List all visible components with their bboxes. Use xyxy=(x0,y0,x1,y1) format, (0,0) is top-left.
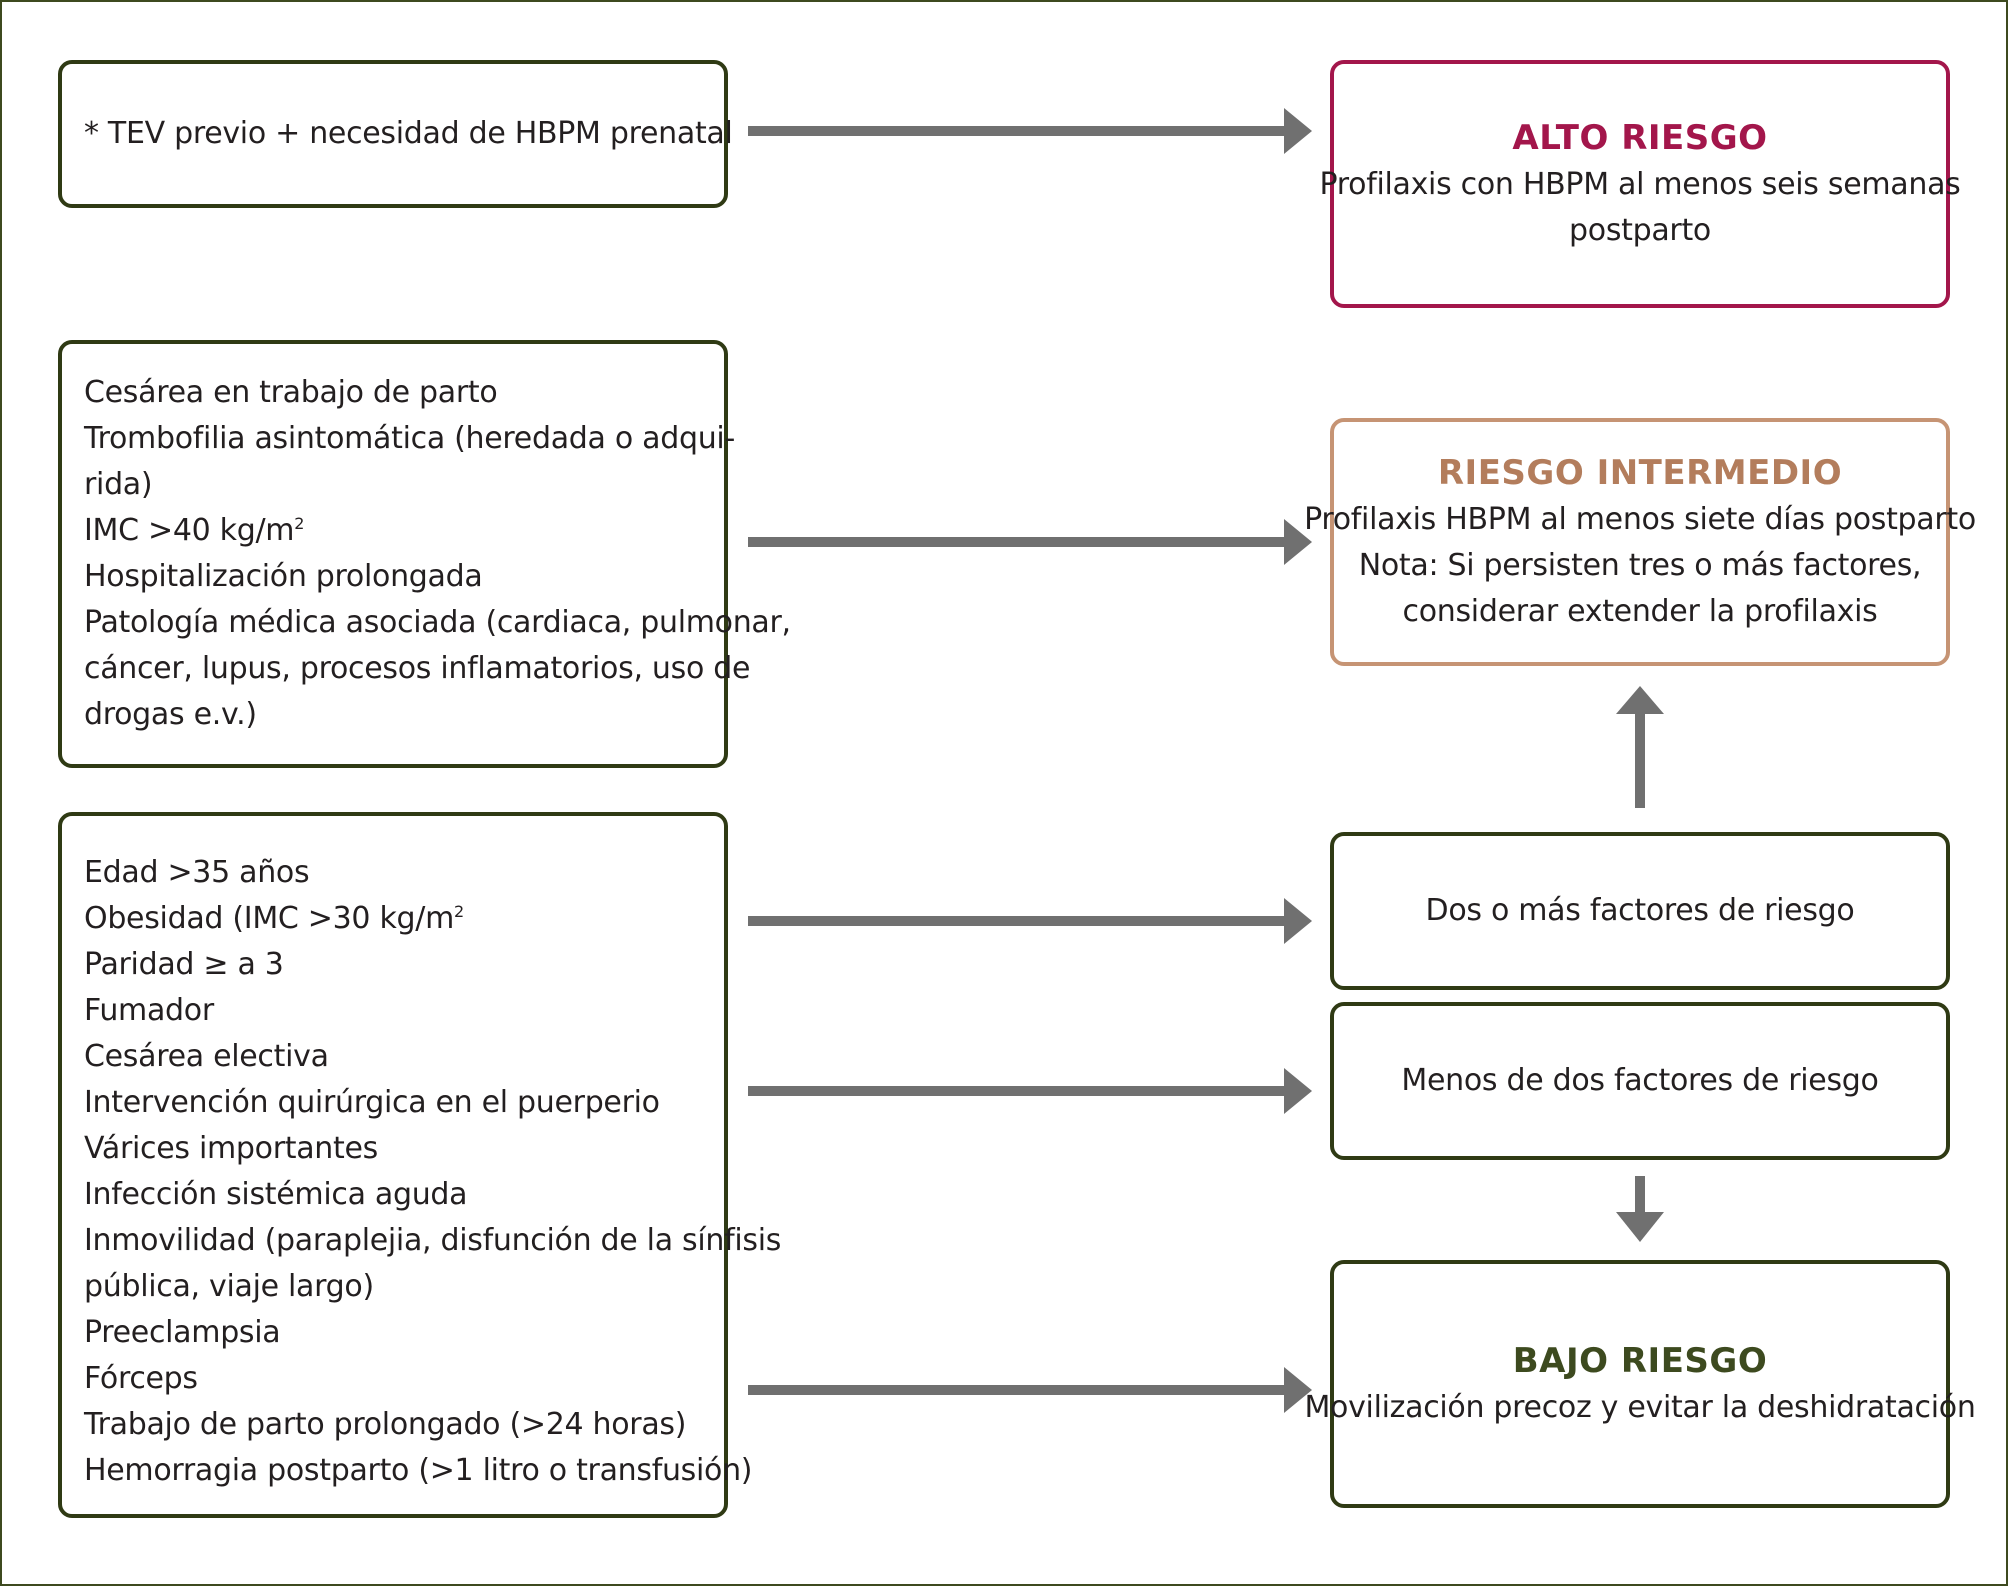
high-risk-text: Profilaxis con HBPM al menos seis semana… xyxy=(1319,167,1961,202)
superscript: 2 xyxy=(294,514,305,533)
low-risk-title: BAJO RIESGO xyxy=(1512,1341,1768,1381)
intermediate-risk-text: considerar extender la profilaxis xyxy=(1402,594,1878,629)
criteria-line: Fórceps xyxy=(84,1361,198,1396)
criteria-line: Preeclampsia xyxy=(84,1315,281,1350)
criteria-line: drogas e.v.) xyxy=(84,697,257,732)
less-than-two-factors-text: Menos de dos factores de riesgo xyxy=(1401,1063,1879,1098)
criteria-line: Várices importantes xyxy=(84,1131,378,1166)
arrow-up-icon xyxy=(1616,686,1664,808)
arrow-right-icon xyxy=(748,108,1312,154)
intermediate-risk-text: Nota: Si persisten tres o más factores, xyxy=(1358,548,1922,583)
high-risk-text: postparto xyxy=(1569,213,1711,248)
low-risk-criteria-box: Edad >35 años Obesidad (IMC >30 kg/m2 Pa… xyxy=(58,812,782,1518)
criteria-line-bmi: IMC >40 kg/m2 xyxy=(84,508,702,554)
two-or-more-factors-text: Dos o más factores de riesgo xyxy=(1425,893,1855,928)
superscript: 2 xyxy=(454,902,464,921)
arrow-down-icon xyxy=(1616,1176,1664,1242)
criteria-line: Hemorragia postparto (>1 litro o transfu… xyxy=(84,1453,753,1488)
arrow-right-icon xyxy=(748,1367,1312,1413)
criteria-line: Intervención quirúrgica en el puerperio xyxy=(84,1085,660,1120)
low-risk-box: BAJO RIESGO Movilización precoz y evitar… xyxy=(1304,1260,1976,1508)
criteria-line: rida) xyxy=(84,467,153,502)
less-than-two-factors-box: Menos de dos factores de riesgo xyxy=(1330,1002,1950,1160)
criteria-line: Trombofilia asintomática (heredada o adq… xyxy=(84,421,735,456)
arrow-right-icon xyxy=(748,519,1312,565)
criteria-text: IMC >40 kg/m xyxy=(84,513,295,548)
low-risk-text: Movilización precoz y evitar la deshidra… xyxy=(1304,1390,1976,1425)
two-or-more-factors-box: Dos o más factores de riesgo xyxy=(1330,832,1950,990)
criteria-text: Obesidad (IMC >30 kg/m xyxy=(84,901,454,936)
criteria-line: Trabajo de parto prolongado (>24 horas) xyxy=(84,1407,687,1442)
intermediate-risk-box: RIESGO INTERMEDIO Profilaxis HBPM al men… xyxy=(1304,418,1976,666)
criteria-line: Infección sistémica aguda xyxy=(84,1177,468,1212)
criteria-line: Cesárea electiva xyxy=(84,1039,329,1074)
intermediate-risk-criteria-box: Cesárea en trabajo de parto Trombofilia … xyxy=(58,340,791,768)
criteria-line: * TEV previo + necesidad de HBPM prenata… xyxy=(84,116,733,151)
criteria-line: Inmovilidad (paraplejia, disfunción de l… xyxy=(84,1223,782,1258)
criteria-line: pública, viaje largo) xyxy=(84,1269,374,1304)
criteria-line-obesity: Obesidad (IMC >30 kg/m2 xyxy=(84,896,702,942)
criteria-line: Paridad ≥ a 3 xyxy=(84,947,284,982)
arrow-right-icon xyxy=(748,898,1312,944)
criteria-line: Edad >35 años xyxy=(84,855,310,890)
criteria-line: Hospitalización prolongada xyxy=(84,559,483,594)
criteria-line: Fumador xyxy=(84,993,214,1028)
criteria-line: Patología médica asociada (cardiaca, pul… xyxy=(84,605,791,640)
high-risk-criteria-box: * TEV previo + necesidad de HBPM prenata… xyxy=(58,60,733,208)
high-risk-title: ALTO RIESGO xyxy=(1512,118,1768,158)
intermediate-risk-title: RIESGO INTERMEDIO xyxy=(1437,453,1843,493)
high-risk-box: ALTO RIESGO Profilaxis con HBPM al menos… xyxy=(1320,60,1961,308)
criteria-line: Cesárea en trabajo de parto xyxy=(84,375,498,410)
criteria-line: cáncer, lupus, procesos inflamatorios, u… xyxy=(84,651,751,686)
intermediate-risk-text: Profilaxis HBPM al menos siete días post… xyxy=(1304,502,1976,537)
arrow-right-icon xyxy=(748,1068,1312,1114)
